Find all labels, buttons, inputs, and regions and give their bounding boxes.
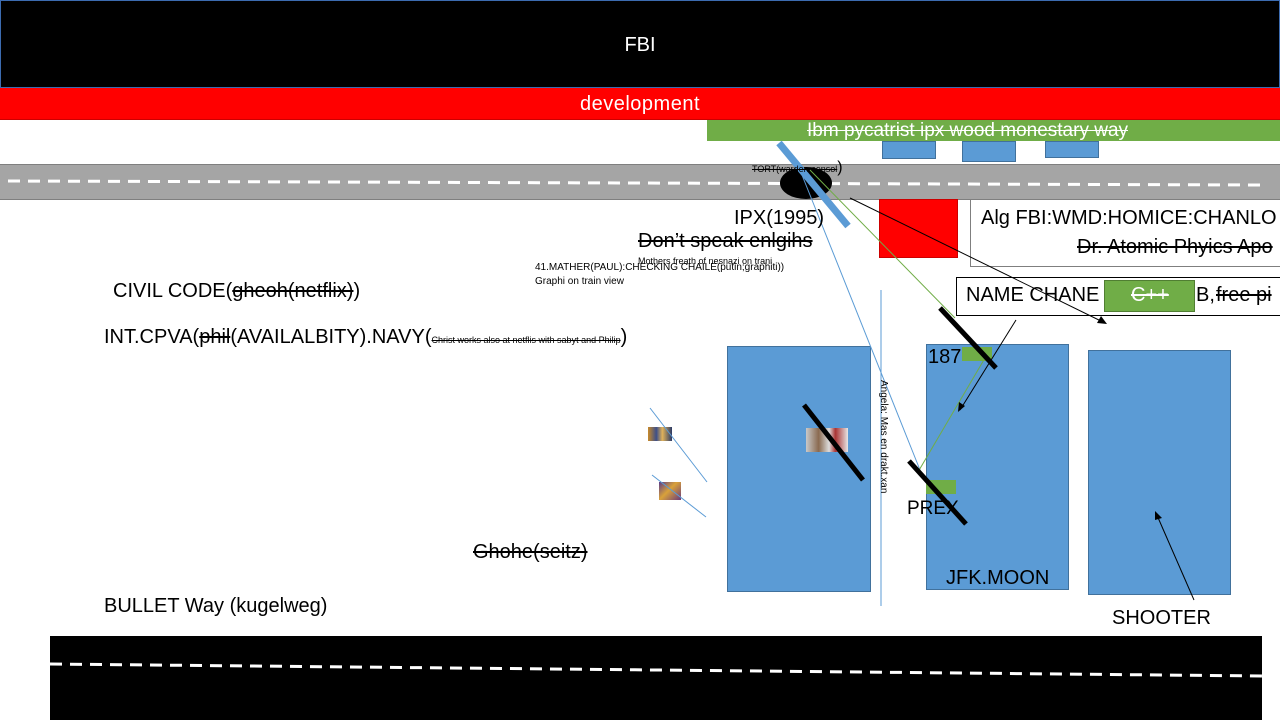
cpp-box	[1104, 280, 1195, 312]
dr-atomic-label: Dr. Atomic Phyics Apo	[1077, 236, 1273, 258]
green-line-2	[917, 357, 986, 473]
photo-thumbnail-2	[659, 482, 681, 500]
angela-label: Angela: Mas en drakt.xan	[878, 380, 889, 494]
tort-paren: )	[837, 159, 843, 176]
mather-label: 41.MATHER(PAUL):CHECKING CHAILE(putin;gr…	[535, 262, 785, 273]
ghohe-label: Ghohe(seitz)	[473, 541, 588, 563]
intc-d: )	[620, 326, 628, 348]
b-suffix-label: B,	[1196, 284, 1215, 306]
label-187: 187	[928, 346, 962, 368]
road-bottom-dash	[49, 662, 1263, 678]
tort-label: TORT(warden consol)	[752, 159, 843, 177]
road-bottom	[50, 636, 1262, 720]
blue-block-middle	[926, 344, 1069, 590]
blue-block-right	[1088, 350, 1231, 595]
road-top-dash	[7, 179, 1263, 187]
arrow-head-3	[1155, 511, 1162, 520]
top-banner: FBI	[0, 0, 1280, 88]
blue-slash	[776, 140, 851, 229]
arrow-head-2	[958, 402, 965, 412]
tort-tail-text: consol	[811, 164, 838, 174]
cpp-label: C++	[1131, 284, 1169, 306]
dont-speak-label: Don’t speak enlgihs	[638, 230, 813, 252]
civil-code-c: )	[353, 280, 361, 302]
intc-a: INT.CPVA(	[104, 326, 200, 348]
civil-code-b: gheoh(netflix)	[232, 280, 354, 302]
arrow-line-3	[1155, 512, 1195, 601]
bullet-way-label: BULLET Way (kugelweg)	[104, 595, 328, 617]
red-banner-label: development	[579, 93, 701, 115]
arrow-line-2	[959, 319, 1017, 411]
alg-fbi-box	[970, 199, 1280, 267]
civil-code-label: CIVIL CODE(gheoh(netflix))	[113, 280, 360, 303]
jfk-moon-label: JFK.MOON	[946, 567, 1050, 589]
graphi-label: Graphi on train view	[535, 276, 624, 287]
black-slash-upper	[938, 306, 998, 370]
shooter-label: SHOOTER	[1112, 607, 1211, 629]
blue-line-photo-2	[651, 474, 707, 518]
civil-code-a: CIVIL CODE(	[113, 280, 233, 302]
ipx-label: IPX(1995)	[734, 207, 825, 229]
black-slash-lower	[907, 459, 968, 526]
photo-thumbnail-1	[648, 427, 672, 441]
blue-block-small-1	[882, 141, 936, 159]
green-line-1	[809, 169, 956, 319]
mothers-label: Mothers freath of nesnazi on trani	[638, 256, 773, 266]
blue-line-photo-1	[649, 407, 708, 483]
green-bar: Ibm pycatrist ipx wood monestary way	[707, 120, 1280, 141]
arrow-head-1	[1097, 316, 1107, 324]
intc-b: phil	[199, 326, 231, 348]
tort-text: TORT(warden	[752, 164, 809, 174]
blue-block-left	[727, 346, 871, 592]
name-chane-label: NAME CHANE	[966, 284, 1100, 306]
black-slash-middle	[802, 403, 865, 482]
intc-small: Christ works also at netflis with sabyt …	[431, 335, 621, 345]
top-banner-title: FBI	[624, 34, 656, 56]
blue-block-small-2	[962, 141, 1016, 162]
free-pi-label: free pi	[1216, 284, 1272, 306]
intc-c: (AVAILALBITY).NAVY(	[230, 326, 432, 348]
alg-fbi-label: Alg FBI:WMD:HOMICE:CHANLO	[981, 207, 1277, 229]
blue-block-small-3	[1045, 141, 1099, 158]
blue-long-line	[799, 169, 921, 471]
arrow-line-1	[849, 197, 1106, 324]
prex-label: PREX	[907, 498, 959, 519]
int-cpva-label: INT.CPVA(phil(AVAILALBITY).NAVY(Christ w…	[104, 326, 627, 349]
green-bar-label: Ibm pycatrist ipx wood monestary way	[807, 120, 1129, 141]
red-square	[879, 199, 958, 258]
red-banner: development	[0, 88, 1280, 120]
